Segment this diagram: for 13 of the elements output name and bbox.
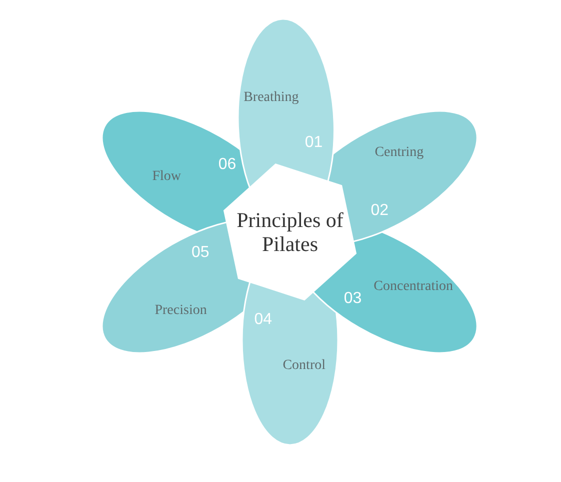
petal-label: Centring — [374, 144, 424, 161]
petal-label: Concentration — [374, 278, 453, 295]
number-label: 02 — [370, 202, 389, 220]
petal-label: Precision — [154, 303, 207, 320]
number-label: 01 — [304, 134, 323, 152]
petal-label: Flow — [152, 169, 182, 186]
number-label: 04 — [254, 310, 272, 329]
number-label: 05 — [191, 244, 210, 262]
number-label: 03 — [344, 290, 362, 308]
diagram-title: Principles of Pilates — [236, 208, 344, 256]
petal-label: Breathing — [244, 90, 299, 106]
number-label: 06 — [218, 156, 236, 174]
petal-label: Control — [282, 358, 326, 374]
